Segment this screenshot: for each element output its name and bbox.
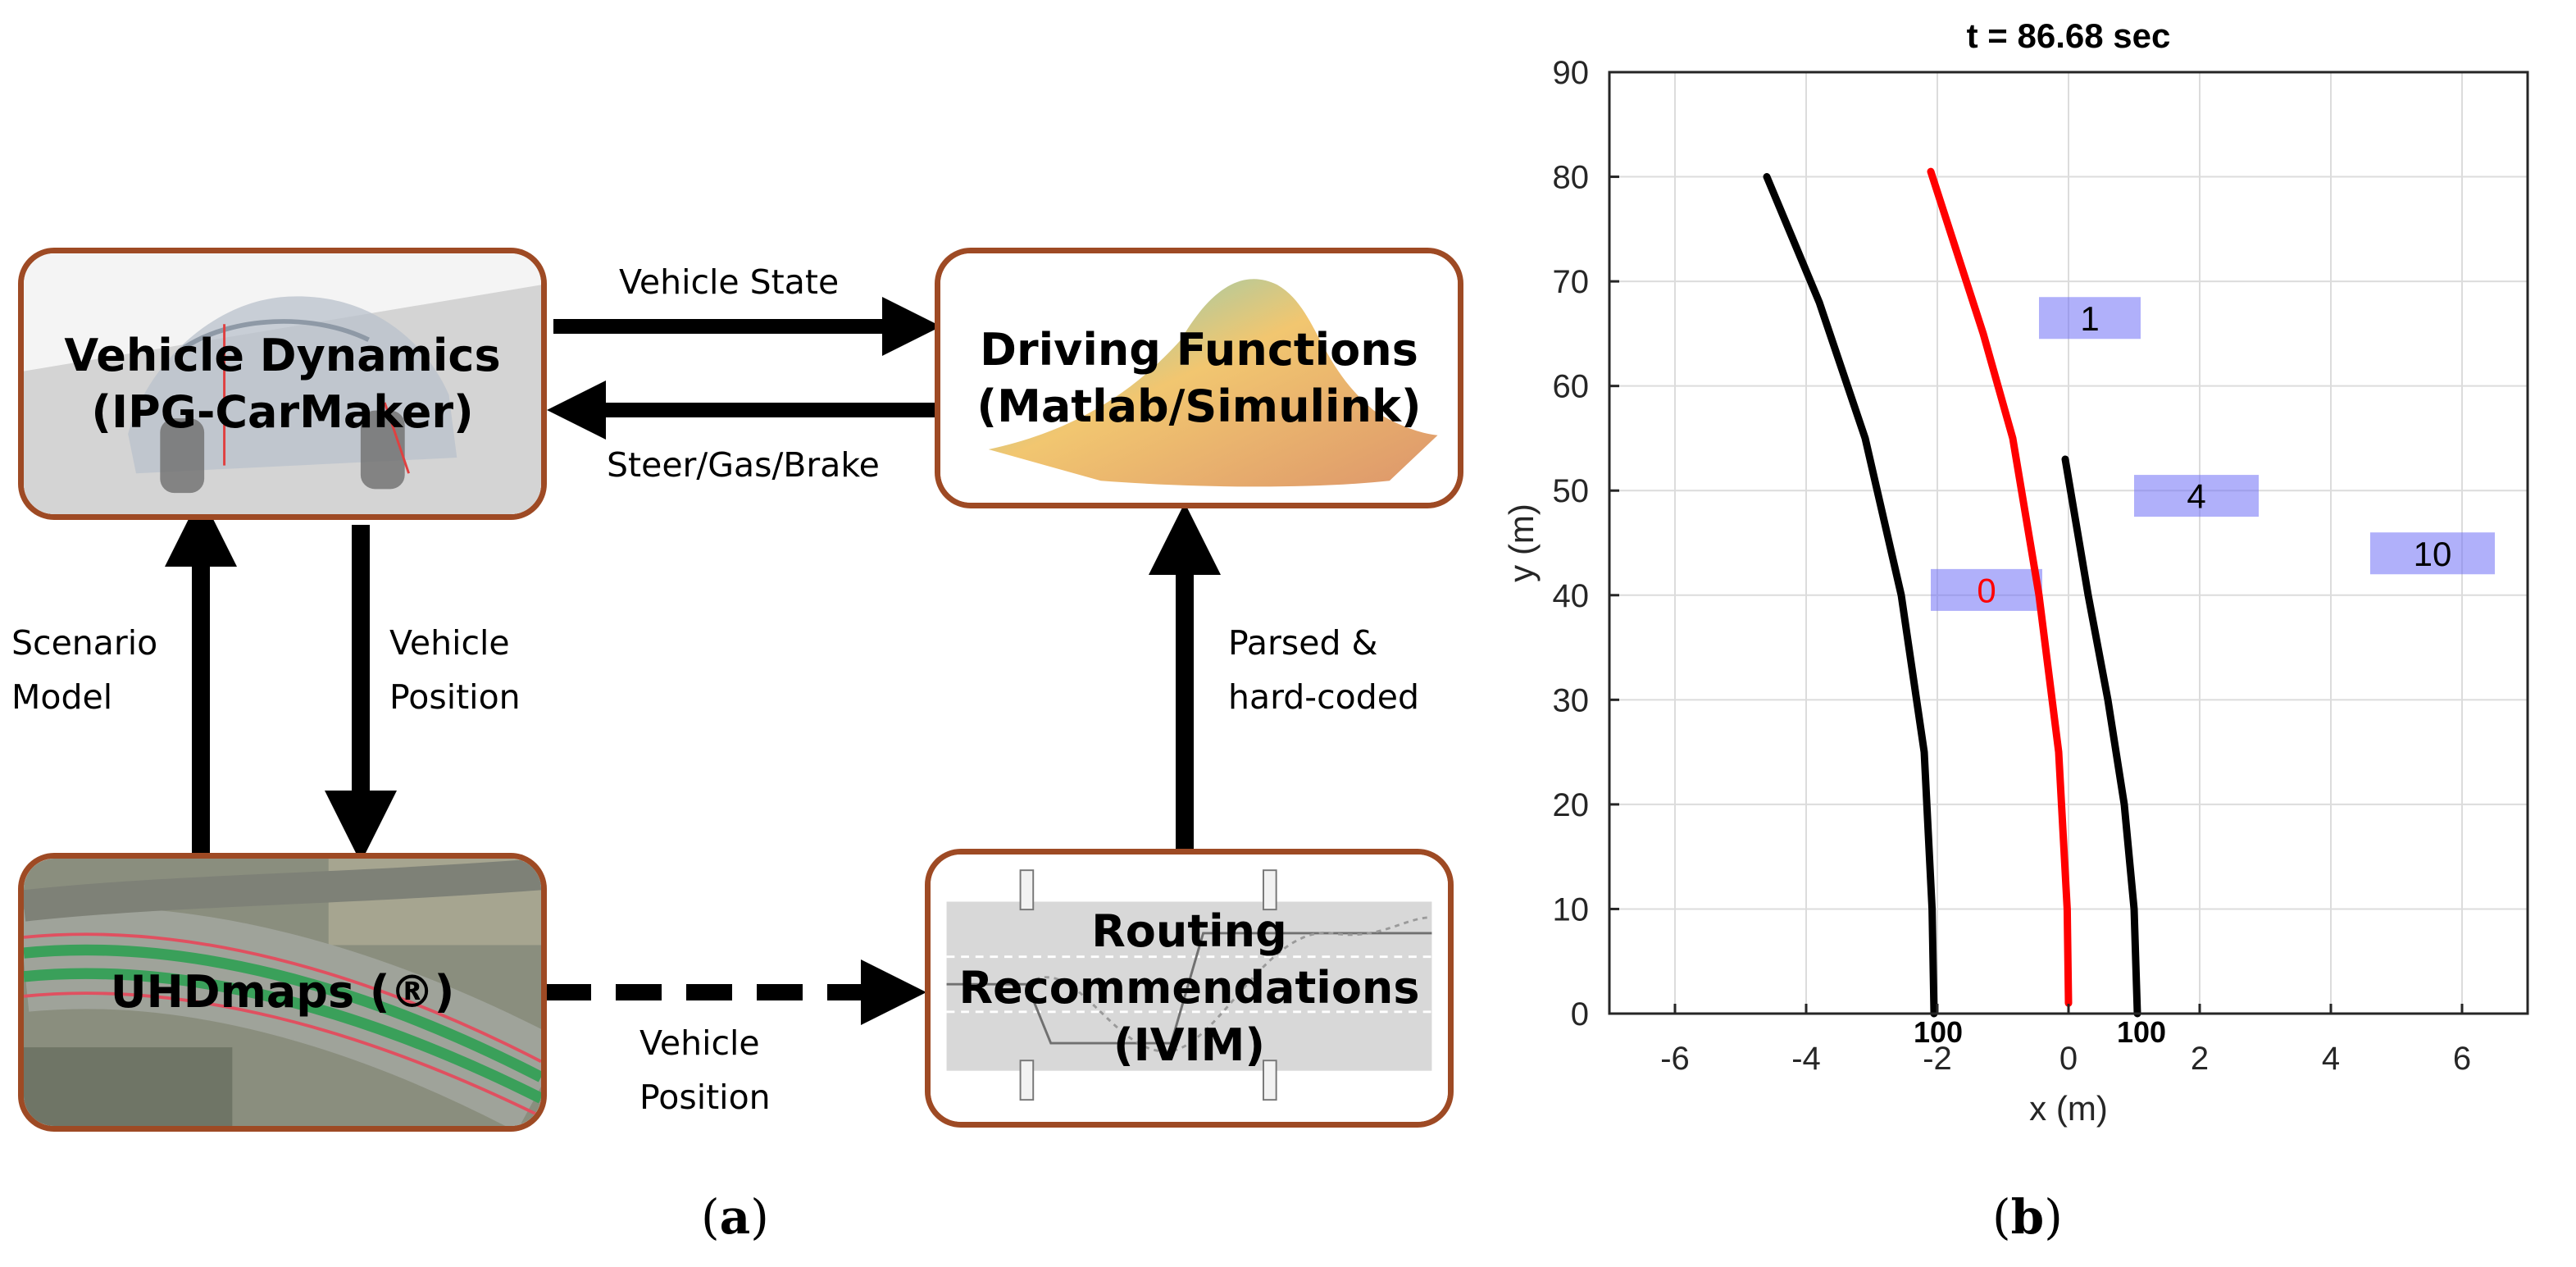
routing-line1: Routing xyxy=(1091,905,1287,958)
panel-a-arrows xyxy=(165,297,1221,1025)
edge-label-vehicle-position-dashed-line2: Position xyxy=(639,1077,771,1117)
edge-label-scenario-model-line2: Model xyxy=(11,677,113,717)
y-tick-label: 90 xyxy=(1553,55,1590,91)
edge-label-scenario-model: Scenario Model xyxy=(11,617,157,724)
series-end-label: 100 xyxy=(2117,1015,2166,1049)
y-tick-label: 30 xyxy=(1553,682,1590,718)
edge-label-steer-gas-brake-text: Steer/Gas/Brake xyxy=(607,445,880,485)
x-tick-label: 4 xyxy=(2322,1041,2340,1077)
edge-label-parsed-hard-coded: Parsed & hard-coded xyxy=(1228,617,1419,724)
caption-b: (b) xyxy=(1992,1189,2063,1245)
caption-b-close: ) xyxy=(2044,1189,2063,1245)
trajectory-series-0 xyxy=(1763,173,1938,1018)
driving-functions-line1: Driving Functions xyxy=(980,323,1418,376)
vehicle-box-0 xyxy=(1931,568,2042,611)
edge-label-scenario-model-line1: Scenario xyxy=(11,623,158,663)
node-uhdmaps: UHDmaps (®) xyxy=(18,853,547,1132)
x-tick-label: 0 xyxy=(2059,1041,2078,1077)
routing-line3: (IVIM) xyxy=(1113,1019,1266,1071)
vehicle-box-label-4: 4 xyxy=(2187,477,2205,516)
node-vehicle-dynamics: Vehicle Dynamics (IPG-CarMaker) xyxy=(18,248,547,520)
vehicle-box-1 xyxy=(2039,297,2141,340)
aerial-map-image xyxy=(24,859,541,1126)
chart-title: t = 86.68 sec xyxy=(1967,16,2171,55)
vehicle-box-label-0: 0 xyxy=(1977,571,1996,609)
trajectory-series-1 xyxy=(1927,167,2073,1007)
caption-a: (a) xyxy=(701,1189,769,1245)
node-driving-functions: Driving Functions (Matlab/Simulink) xyxy=(935,248,1463,508)
uhdmaps-label: UHDmaps (®) xyxy=(110,966,455,1019)
vehicle-dynamics-line2: (IPG-CarMaker) xyxy=(91,386,474,438)
edge-label-parsed-line2: hard-coded xyxy=(1228,677,1419,717)
routing-line2: Recommendations xyxy=(958,962,1420,1014)
series-end-label: 100 xyxy=(1914,1015,1963,1049)
y-tick-label: 50 xyxy=(1553,473,1590,509)
y-tick-label: 10 xyxy=(1553,891,1590,927)
vehicle-dynamics-line1: Vehicle Dynamics xyxy=(64,329,501,381)
caption-a-open: ( xyxy=(701,1189,720,1245)
y-axis-label: y (m) xyxy=(1502,504,1541,582)
edge-label-vehicle-position-line1: Vehicle xyxy=(389,623,510,663)
y-tick-label: 20 xyxy=(1553,787,1590,823)
vehicle-box-label-1: 1 xyxy=(2080,299,2099,338)
x-tick-label: 2 xyxy=(2191,1041,2209,1077)
x-tick-label: -4 xyxy=(1791,1041,1821,1077)
x-tick-label: -6 xyxy=(1660,1041,1690,1077)
surface-plot-image xyxy=(940,253,1458,503)
car-wireframe-image xyxy=(24,253,541,514)
caption-a-close: ) xyxy=(750,1189,769,1245)
trajectory-series-2 xyxy=(2061,455,2141,1018)
y-tick-label: 0 xyxy=(1571,996,1589,1032)
edge-label-vehicle-position-dashed: Vehicle Position xyxy=(639,1017,771,1124)
edge-label-vehicle-position-line2: Position xyxy=(389,677,521,717)
node-routing: Routing Recommendations (IVIM) xyxy=(925,849,1454,1128)
y-tick-label: 60 xyxy=(1553,369,1590,405)
edge-label-vehicle-state-text: Vehicle State xyxy=(619,262,840,302)
y-tick-label: 40 xyxy=(1553,578,1590,614)
caption-a-letter: a xyxy=(719,1189,751,1245)
x-axis-label: x (m) xyxy=(2029,1089,2108,1128)
vehicle-box-10 xyxy=(2370,532,2495,575)
edge-label-vehicle-position: Vehicle Position xyxy=(389,617,521,724)
edge-label-vehicle-state: Vehicle State xyxy=(619,256,839,310)
edge-label-parsed-line1: Parsed & xyxy=(1228,623,1378,663)
y-tick-label: 70 xyxy=(1553,264,1590,300)
edge-label-vehicle-position-dashed-line1: Vehicle xyxy=(639,1023,760,1063)
vehicle-box-4 xyxy=(2134,475,2259,517)
lane-diagram-image xyxy=(931,855,1448,1122)
y-tick-label: 80 xyxy=(1553,160,1590,196)
caption-b-open: ( xyxy=(1992,1189,2011,1245)
vehicle-box-label-10: 10 xyxy=(2414,535,2452,573)
x-tick-label: 6 xyxy=(2453,1041,2471,1077)
x-tick-label: -2 xyxy=(1923,1041,1952,1077)
panel-a: Vehicle Dynamics (IPG-CarMaker) Driving … xyxy=(11,248,1463,1245)
caption-b-letter: b xyxy=(2010,1189,2045,1245)
driving-functions-line2: (Matlab/Simulink) xyxy=(976,381,1422,432)
edge-label-steer-gas-brake: Steer/Gas/Brake xyxy=(607,439,880,493)
